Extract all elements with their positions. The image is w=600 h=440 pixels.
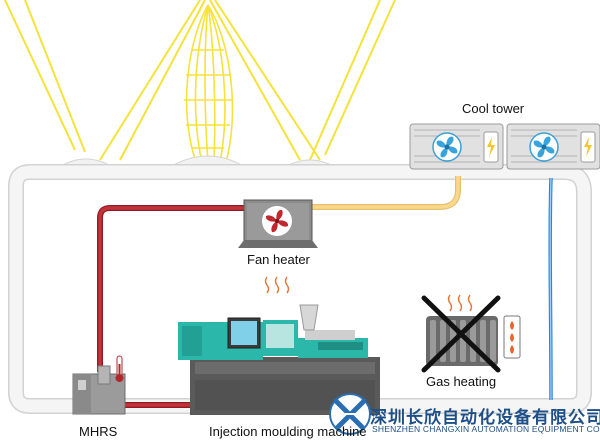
cool-tower-label: Cool tower: [462, 101, 525, 116]
cool-tower-unit-2: [506, 123, 600, 170]
cold-water-pipe: [548, 177, 553, 401]
lightning-bolt-icon: [487, 137, 495, 157]
warm-return-pipe: [310, 176, 461, 210]
sunlight-rays: [4, 0, 396, 161]
light-cone: [184, 4, 234, 163]
company-logo: [329, 393, 371, 435]
injection-moulding-machine: [178, 304, 380, 415]
heat-waves-icon: [447, 294, 473, 312]
cool-tower: [409, 123, 600, 170]
watermark-company-cn: 深圳长欣自动化设备有限公司: [370, 408, 600, 428]
lightning-bolt-icon: [584, 137, 592, 157]
fan-heater-label: Fan heater: [247, 252, 310, 267]
gas-heating-label: Gas heating: [426, 374, 497, 389]
thermometer-icon: [115, 355, 124, 382]
fan-icon: [432, 132, 462, 162]
watermark-company-en: SHENZHEN CHANGXIN AUTOMATION EQUIPMENT C…: [372, 424, 600, 434]
cool-tower-unit-1: [409, 123, 504, 170]
gas-heating-unit: [421, 294, 521, 373]
mhrs-unit: [72, 355, 126, 415]
heat-waves-icon: [264, 276, 290, 294]
flame-icon: [510, 321, 514, 354]
injection-moulding-label: Injection moulding machine: [209, 424, 367, 439]
hot-supply-pipe: [97, 205, 244, 408]
fan-heater: [238, 199, 318, 248]
fan-icon: [529, 132, 559, 162]
cross-out-icon: [421, 295, 501, 373]
mhrs-label: MHRS: [79, 424, 118, 439]
fan-icon: [265, 209, 289, 233]
